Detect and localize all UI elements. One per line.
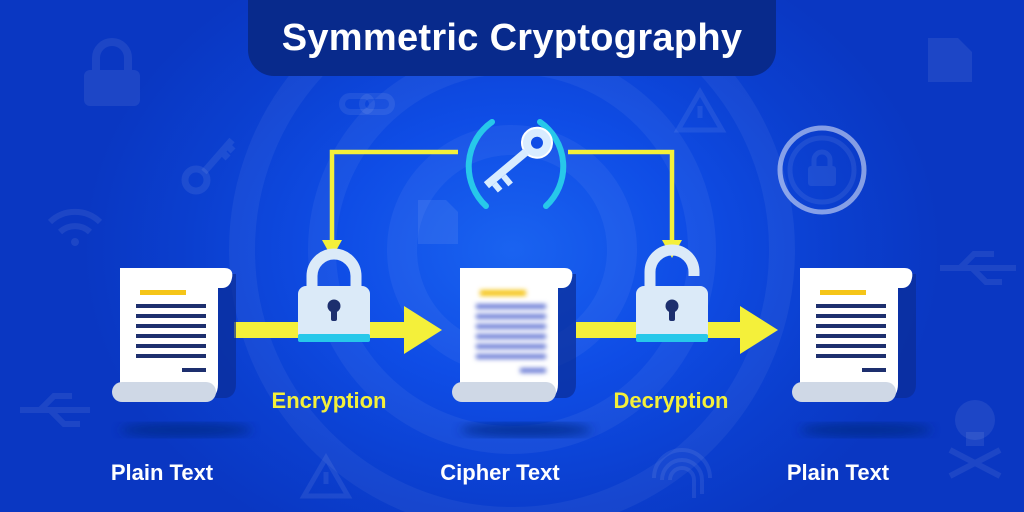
bg-chain-icon xyxy=(339,93,395,115)
key-arc-left xyxy=(465,119,495,209)
bg-padlock-icon xyxy=(84,38,140,106)
bg-fingerprint-icon xyxy=(652,448,712,498)
key-icon xyxy=(465,119,567,209)
bg-warning-icon xyxy=(673,87,727,133)
unlocked-padlock-icon xyxy=(636,244,708,342)
diagram-title: Symmetric Cryptography xyxy=(281,16,743,59)
decrypted-plain-text-document-icon xyxy=(792,268,932,437)
decrypted-plain-text-label: Plain Text xyxy=(786,460,890,485)
plain-text-document-icon xyxy=(112,268,252,437)
bg-skull-icon xyxy=(948,400,1002,479)
plain-text-label: Plain Text xyxy=(110,460,214,485)
key-arc-right xyxy=(537,119,567,209)
bg-key-icon xyxy=(181,137,236,195)
encryption-label: Encryption xyxy=(271,388,387,413)
background-icons xyxy=(20,38,1016,499)
cipher-text-label: Cipher Text xyxy=(440,460,560,485)
bg-usb-icon xyxy=(20,393,90,427)
bg-lock-circle-icon xyxy=(777,125,867,215)
bg-usb-icon-right xyxy=(940,251,1016,285)
bg-warning-icon-bottom xyxy=(299,453,353,499)
decryption-label: Decryption xyxy=(613,388,729,413)
bg-wifi-icon xyxy=(47,208,103,246)
bg-file-icon xyxy=(928,38,972,82)
locked-padlock-icon xyxy=(298,248,370,342)
key-to-encryption-line xyxy=(329,149,458,244)
cipher-text-document-icon xyxy=(452,268,592,437)
title-banner: Symmetric Cryptography xyxy=(248,0,776,76)
bg-file-icon-center xyxy=(418,200,458,244)
key-connection-lines xyxy=(329,149,675,244)
key-to-decryption-line xyxy=(568,149,675,244)
